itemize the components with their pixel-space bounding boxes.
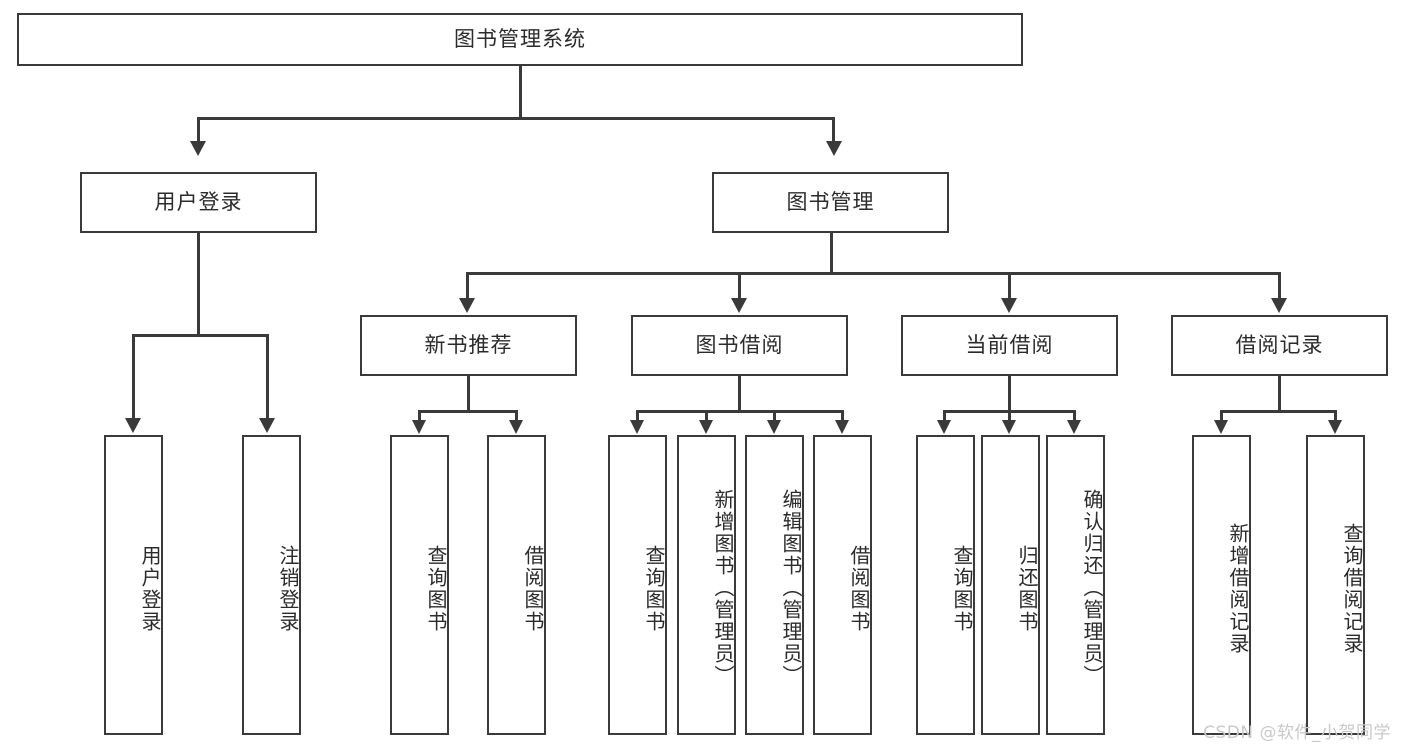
node-new-book-recommend[interactable]: 新书推荐 [360,315,577,376]
connector-current-borrow-stem [1008,376,1011,412]
leaf-book-borrow-edit-book-admin[interactable]: 编辑图书（管理员） [745,435,804,735]
node-borrow-record[interactable]: 借阅记录 [1171,315,1388,376]
node-current-borrow[interactable]: 当前借阅 [901,315,1118,376]
connector-new-book-bus [418,410,518,413]
connector-root-drop-left [197,117,200,144]
leaf-new-book-query-book[interactable]: 查询图书 [390,435,449,735]
connector-current-borrow-drop-1 [943,410,946,422]
arrowhead-new-book-leaf-2 [509,420,523,434]
arrowhead-borrow-record-leaf-1 [1214,420,1228,434]
arrowhead-to-book-borrow [731,298,747,313]
connector-borrow-record-drop-1 [1220,410,1223,422]
arrowhead-to-new-book-recommend [459,298,475,313]
connector-user-login-drop-1 [132,334,135,420]
leaf-book-borrow-add-book-admin[interactable]: 新增图书（管理员） [677,435,736,735]
connector-level3-drop-4 [1278,272,1281,300]
arrowhead-user-login-leaf-2 [259,418,275,433]
connector-book-borrow-bus [636,410,844,413]
leaf-borrow-record-add-record[interactable]: 新增借阅记录 [1192,435,1251,735]
leaf-new-book-borrow-book[interactable]: 借阅图书 [487,435,546,735]
arrowhead-to-borrow-record [1271,298,1287,313]
connector-borrow-record-drop-2 [1334,410,1337,422]
connector-book-borrow-drop-4 [841,410,844,422]
leaf-current-borrow-return-book[interactable]: 归还图书 [981,435,1040,735]
arrowhead-current-borrow-leaf-1 [937,420,951,434]
arrowhead-to-current-borrow [1001,298,1017,313]
connector-book-borrow-stem [738,376,741,412]
arrowhead-borrow-record-leaf-2 [1328,420,1342,434]
connector-borrow-record-bus [1220,410,1337,413]
leaf-user-login-login[interactable]: 用户登录 [104,435,163,735]
connector-borrow-record-stem [1278,376,1281,412]
arrowhead-book-borrow-leaf-4 [835,420,849,434]
arrowhead-new-book-leaf-1 [412,420,426,434]
node-book-borrow[interactable]: 图书借阅 [631,315,848,376]
connector-book-borrow-drop-2 [705,410,708,422]
arrowhead-book-borrow-leaf-3 [767,420,781,434]
connector-user-login-stem [197,233,200,336]
node-user-login[interactable]: 用户登录 [80,172,317,233]
connector-user-login-drop-2 [266,334,269,420]
arrowhead-current-borrow-leaf-2 [1002,420,1016,434]
leaf-book-borrow-borrow-book[interactable]: 借阅图书 [813,435,872,735]
connector-root-stem [519,66,522,119]
connector-new-book-drop-1 [418,410,421,422]
connector-book-borrow-drop-3 [773,410,776,422]
connector-level3-drop-1 [466,272,469,300]
connector-book-management-stem [830,233,833,274]
connector-user-login-bus [132,334,269,337]
arrowhead-book-borrow-leaf-1 [630,420,644,434]
arrowhead-current-borrow-leaf-3 [1067,420,1081,434]
connector-current-borrow-drop-3 [1073,410,1076,422]
connector-root-drop-right [832,117,835,144]
connector-current-borrow-drop-2 [1008,410,1011,422]
connector-level3-bus [466,272,1281,275]
leaf-borrow-record-query-record[interactable]: 查询借阅记录 [1306,435,1365,735]
connector-new-book-drop-2 [515,410,518,422]
connector-root-bus [197,117,835,120]
connector-level3-drop-2 [738,272,741,300]
leaf-current-borrow-confirm-return-admin[interactable]: 确认归还（管理员） [1046,435,1105,735]
arrowhead-to-book-management [826,141,842,156]
arrowhead-to-user-login [190,141,206,156]
connector-new-book-stem [467,376,470,412]
arrowhead-book-borrow-leaf-2 [699,420,713,434]
connector-level3-drop-3 [1008,272,1011,300]
arrowhead-user-login-leaf-1 [125,418,141,433]
node-root-book-management-system[interactable]: 图书管理系统 [17,13,1023,66]
connector-book-borrow-drop-1 [636,410,639,422]
node-book-management[interactable]: 图书管理 [712,172,949,233]
leaf-user-login-logout[interactable]: 注销登录 [242,435,301,735]
leaf-book-borrow-query-book[interactable]: 查询图书 [608,435,667,735]
leaf-current-borrow-query-book[interactable]: 查询图书 [916,435,975,735]
